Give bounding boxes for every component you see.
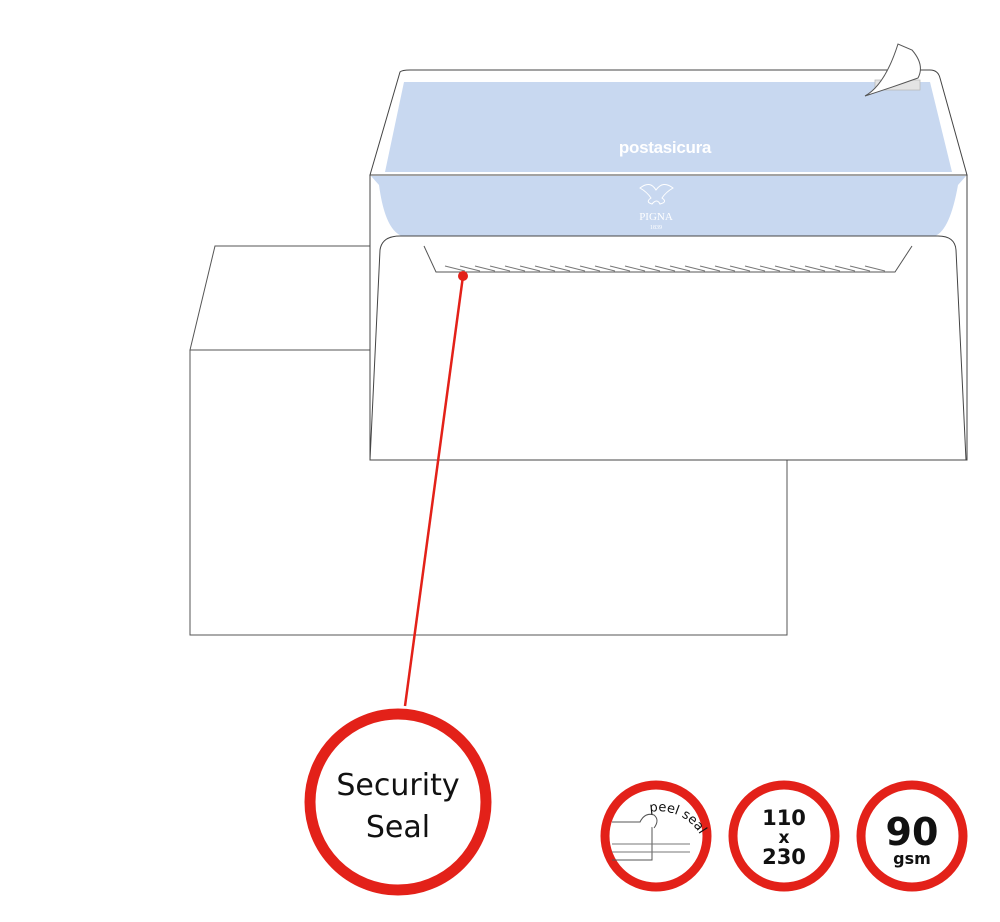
seal-strip-pattern xyxy=(444,265,886,272)
peel-strip xyxy=(864,43,921,97)
peel-seal-icon xyxy=(612,813,690,861)
peel-seal-badge: peel seal xyxy=(600,780,712,892)
seal-marker xyxy=(458,271,468,281)
security-seal-label-line1: Security xyxy=(336,768,459,803)
weight-badge: 90 gsm xyxy=(856,780,968,892)
size-separator: x xyxy=(779,828,790,848)
size-width: 110 xyxy=(762,806,806,830)
weight-unit: gsm xyxy=(893,849,931,868)
pigna-logo: PIGNA 1839 xyxy=(639,184,674,231)
size-length: 230 xyxy=(762,845,806,869)
flap-lining xyxy=(385,82,952,172)
front-envelope: postasicura PIGNA 1839 xyxy=(369,43,968,461)
security-seal-badge xyxy=(304,708,492,896)
security-seal-label-line2: Seal xyxy=(366,810,430,845)
weight-value: 90 xyxy=(886,810,939,854)
size-badge: 110 x 230 xyxy=(728,780,840,892)
brand-name: postasicura xyxy=(619,138,712,157)
security-seal-callout: Security Seal xyxy=(304,271,492,896)
svg-text:PIGNA: PIGNA xyxy=(639,211,673,223)
svg-text:1839: 1839 xyxy=(650,225,662,231)
